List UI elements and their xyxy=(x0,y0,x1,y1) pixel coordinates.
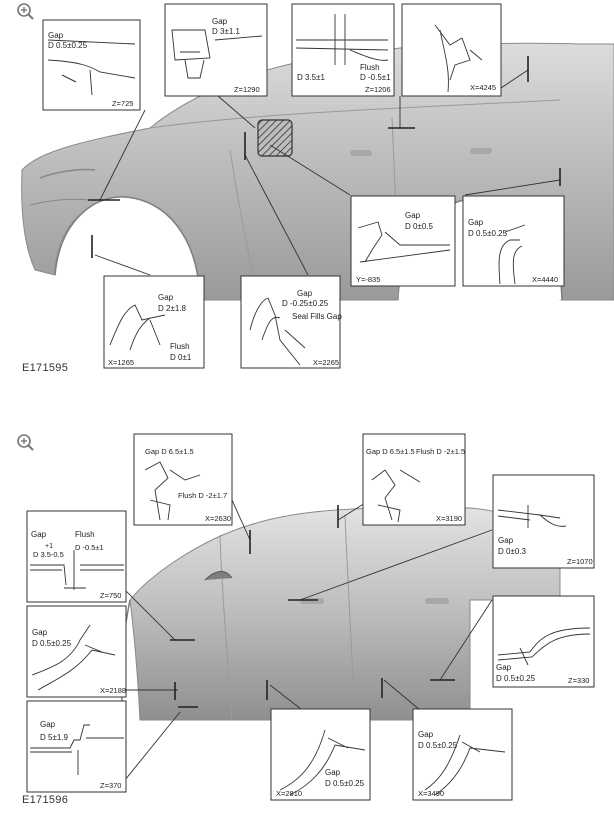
callout-text: Gap xyxy=(325,768,341,777)
callout-coord: Z=1070 xyxy=(567,557,593,566)
callout-f2-x3490: Gap D 0.5±0.25 X=3490 xyxy=(412,708,513,801)
callout-text: Gap xyxy=(48,31,64,40)
callout-f2-z750: Gap D 3.5-0.5 +1 Flush D -0.5±1 Z=750 xyxy=(26,510,127,603)
callout-text: D 5±1.9 xyxy=(40,733,69,742)
callout-text: D -0.5±1 xyxy=(360,73,391,82)
callout-coord: X=2810 xyxy=(276,789,302,798)
callout-text: D -0.5±1 xyxy=(75,543,104,552)
callout-f2-x2630: Gap D 6.5±1.5 Flush D -2±1.7 X=2630 xyxy=(133,433,233,526)
callout-text: +1 xyxy=(45,543,53,550)
callout-text: D 0.5±0.25 xyxy=(325,779,365,788)
figure-1: Gap D 0.5±0.25 Z=725 Gap D 3±1.1 Z=1290 … xyxy=(21,3,614,369)
callout-f1-y835: Gap D 0±0.5 Y=-835 xyxy=(350,195,456,287)
leader-lines-fig2 xyxy=(124,499,493,781)
callout-text: D 0.5±0.25 xyxy=(32,639,72,648)
figure-code: E171595 xyxy=(22,362,69,374)
callout-text: D 3.5±1 xyxy=(297,73,326,82)
callout-text: Gap xyxy=(297,289,313,298)
leader-lines-fig1 xyxy=(94,69,561,276)
door-handle-front xyxy=(350,150,372,156)
callout-f1-x4440: Gap D 0.5±0.25 X=4440 xyxy=(462,195,565,287)
callout-text: Gap xyxy=(212,17,228,26)
section-markers-fig2 xyxy=(170,505,455,708)
zoom-in-icon[interactable] xyxy=(17,434,34,451)
callout-f1-z1206: D 3.5±1 Flush D -0.5±1 Z=1206 xyxy=(291,3,395,97)
figure-2: Gap D 6.5±1.5 Flush D -2±1.7 X=2630 Gap … xyxy=(26,433,595,801)
callout-text: Flush D -2±1.7 xyxy=(178,491,227,500)
callout-text: D 0±1 xyxy=(170,353,192,362)
callout-coord: Z=1290 xyxy=(234,85,260,94)
callout-f2-z370: Gap D 5±1.9 Z=370 xyxy=(26,700,127,793)
side-mirror xyxy=(204,571,233,581)
callout-coord: Z=370 xyxy=(100,781,121,790)
callout-f1-x4245: X=4245 xyxy=(401,3,502,97)
callout-text: Flush xyxy=(75,530,95,539)
callout-text: D 0.5±0.25 xyxy=(48,41,88,50)
callout-text: Gap D 6.5±1.5 xyxy=(366,447,415,456)
callout-text: Flush D -2±1.5 xyxy=(416,447,465,456)
hatched-region xyxy=(257,119,293,157)
callout-text: Seal Fills Gap xyxy=(292,312,342,321)
callout-text: D 0±0.5 xyxy=(405,222,434,231)
callout-f2-z1070: Gap D 0±0.3 Z=1070 xyxy=(492,474,595,569)
callout-text: Gap xyxy=(40,720,56,729)
callout-coord: X=3190 xyxy=(436,514,462,523)
callout-coord: Z=750 xyxy=(100,591,121,600)
front-wheel-arch xyxy=(54,196,201,301)
callout-coord: X=2630 xyxy=(205,514,231,523)
callout-text: D 0.5±0.25 xyxy=(418,741,458,750)
callout-text: D 3±1.1 xyxy=(212,27,241,36)
callout-f1-z1290: Gap D 3±1.1 Z=1290 xyxy=(164,3,268,97)
callout-f2-z330: Gap D 0.5±0.25 Z=330 xyxy=(492,595,595,688)
figure-code: E171596 xyxy=(22,794,69,806)
callout-text: Gap xyxy=(32,628,48,637)
callout-coord: Z=1206 xyxy=(365,85,391,94)
callout-text: D 0.5±0.25 xyxy=(468,229,508,238)
callout-text: Gap xyxy=(405,211,421,220)
callout-text: Gap xyxy=(498,536,514,545)
callout-text: D -0.25±0.25 xyxy=(282,299,329,308)
section-markers-fig1 xyxy=(88,56,561,258)
zoom-in-icon[interactable] xyxy=(17,3,34,20)
callout-text: D 2±1.8 xyxy=(158,304,187,313)
callout-text: D 0±0.3 xyxy=(498,547,527,556)
callout-text: Gap xyxy=(418,730,434,739)
callout-coord: Z=330 xyxy=(568,676,589,685)
callout-coord: X=2265 xyxy=(313,358,339,367)
door-handle-rear-2 xyxy=(425,598,449,604)
callout-text: Flush xyxy=(170,342,190,351)
callout-text: Gap xyxy=(31,530,47,539)
callout-coord: Y=-835 xyxy=(356,275,380,284)
callout-coord: X=4440 xyxy=(532,275,558,284)
callout-coord: X=4245 xyxy=(470,83,496,92)
callout-text: Gap xyxy=(158,293,174,302)
callout-f1-x2265: Gap D -0.25±0.25 Seal Fills Gap X=2265 xyxy=(240,275,342,369)
callout-text: Flush xyxy=(360,63,380,72)
callout-f1-x1265: Gap D 2±1.8 Flush D 0±1 X=1265 xyxy=(103,275,205,369)
callout-coord: Z=725 xyxy=(112,99,133,108)
callout-f2-x3190: Gap D 6.5±1.5 Flush D -2±1.5 X=3190 xyxy=(362,433,466,526)
callout-coord: X=1265 xyxy=(108,358,134,367)
callout-f2-x2810: Gap D 0.5±0.25 X=2810 xyxy=(270,708,371,801)
callout-coord: X=3490 xyxy=(418,789,444,798)
door-handle-rear xyxy=(470,148,492,154)
callout-text: Gap xyxy=(496,663,512,672)
callout-f1-z725: Gap D 0.5±0.25 Z=725 xyxy=(42,19,141,111)
callout-text: D 0.5±0.25 xyxy=(496,674,536,683)
callout-f2-x2188: Gap D 0.5±0.25 X=2188 xyxy=(26,605,127,698)
callout-text: D 3.5-0.5 xyxy=(33,550,64,559)
callout-text: Gap D 6.5±1.5 xyxy=(145,447,194,456)
callout-coord: X=2188 xyxy=(100,686,126,695)
callout-text: Gap xyxy=(468,218,484,227)
